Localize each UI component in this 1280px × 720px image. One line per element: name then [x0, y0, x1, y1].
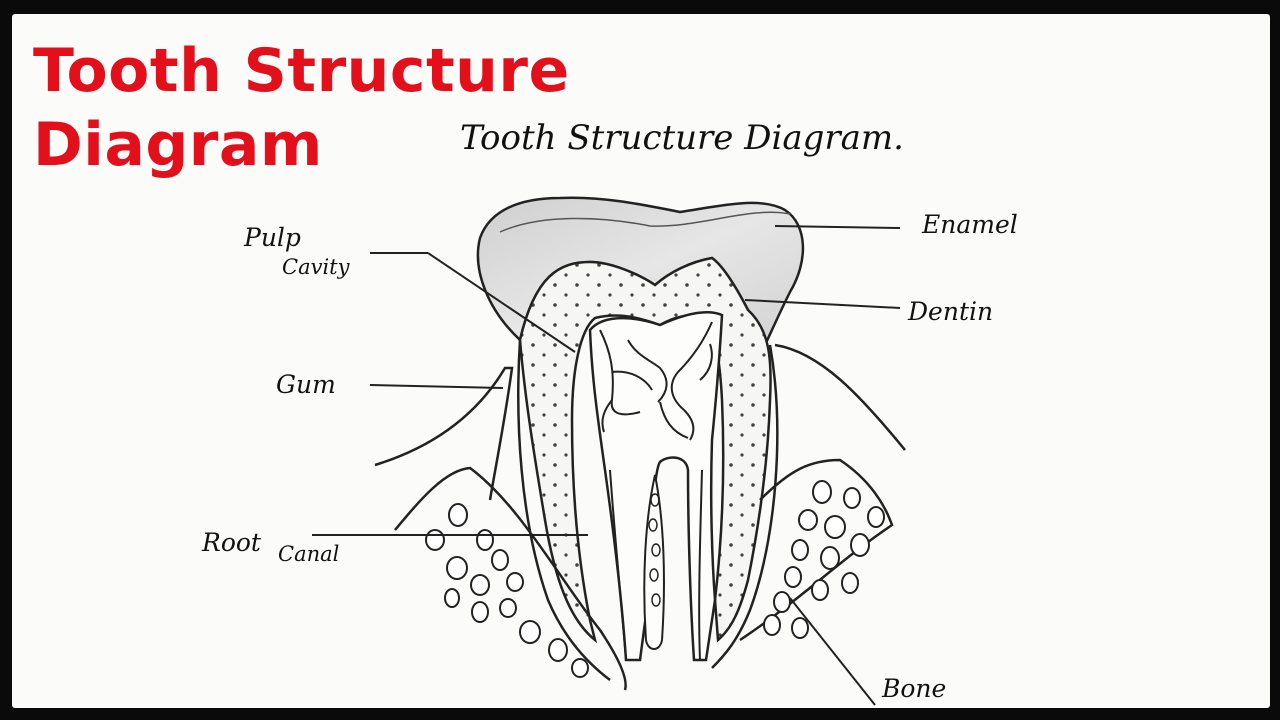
pulp-nerves — [599, 321, 713, 441]
overlay-title-line-1: Tooth Structure — [33, 36, 570, 106]
label-enamel: Enamel — [922, 210, 1018, 239]
handwritten-title: Tooth Structure Diagram. — [460, 118, 904, 158]
label-gum: Gum — [276, 370, 336, 399]
leader-lines — [312, 225, 901, 706]
bone-cells — [425, 480, 885, 678]
bone-left — [394, 466, 627, 691]
label-bone: Bone — [882, 674, 947, 703]
label-canal: Canal — [278, 542, 340, 566]
bone-right — [739, 458, 894, 642]
label-cavity: Cavity — [282, 255, 350, 279]
label-root: Root — [202, 528, 261, 557]
canal-dots — [648, 493, 661, 607]
gum-left — [374, 366, 514, 501]
pulp-cavity — [588, 311, 724, 662]
label-pulp: Pulp — [244, 223, 301, 252]
label-dentin: Dentin — [908, 297, 994, 326]
root-canals — [609, 469, 703, 661]
gum-right — [774, 343, 906, 451]
overlay-title-line-2: Diagram — [33, 110, 323, 180]
